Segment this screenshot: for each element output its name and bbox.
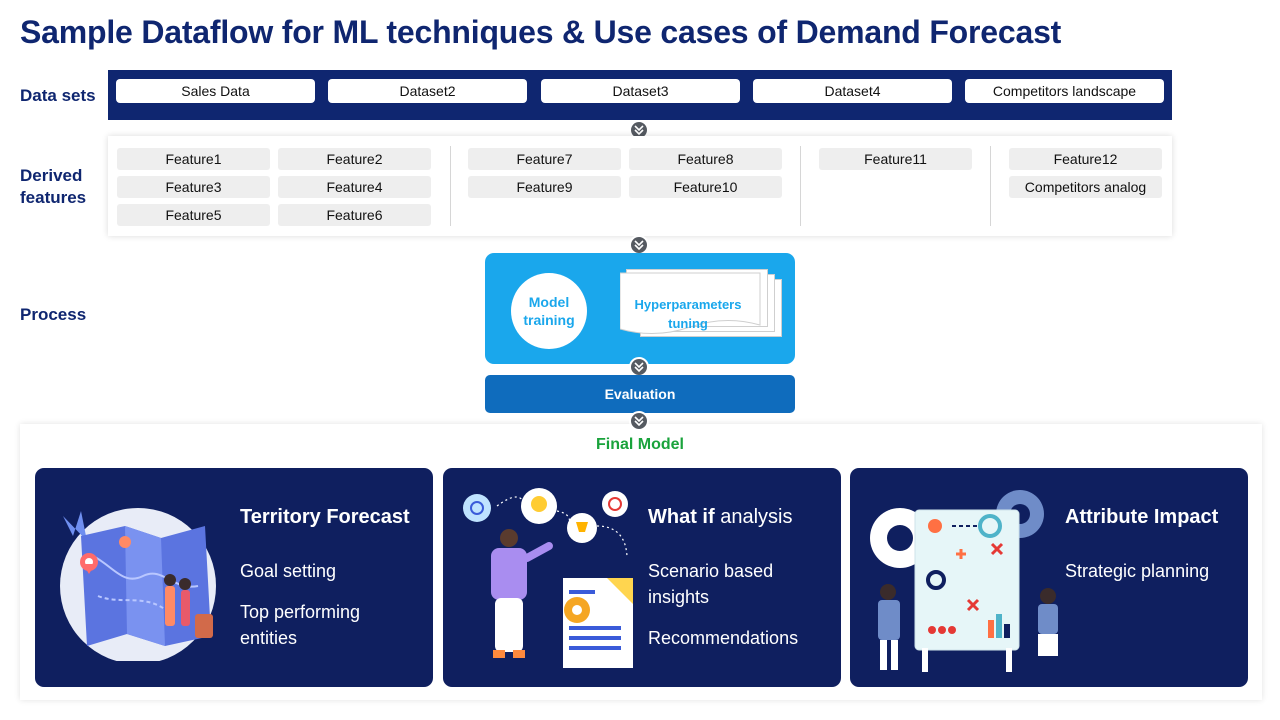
- feature-chip: Feature6: [278, 204, 431, 226]
- dataset-pill: Competitors landscape: [965, 79, 1164, 103]
- chevron-down-icon: [629, 357, 649, 377]
- model-training-node: Model training: [511, 273, 587, 349]
- feature-chip: Feature5: [117, 204, 270, 226]
- card-item: Strategic planning: [1065, 561, 1210, 581]
- dataset-pill: Dataset3: [541, 79, 740, 103]
- map-illustration: [60, 508, 216, 661]
- card-title: Attribute Impact: [1065, 506, 1219, 528]
- dataset-pill: Dataset4: [753, 79, 952, 103]
- hyperparameters-node: Hyperparameters tuning: [620, 267, 785, 347]
- card-item: Goal setting: [240, 561, 337, 581]
- feature-chip: Feature10: [629, 176, 782, 198]
- feature-chip: Feature9: [468, 176, 621, 198]
- feature-chip: Feature2: [278, 148, 431, 170]
- feature-chip: Feature4: [278, 176, 431, 198]
- dataset-pill: Dataset2: [328, 79, 527, 103]
- derived-features-panel: Feature1 Feature2 Feature3 Feature4 Feat…: [108, 136, 1172, 236]
- chevron-down-icon: [629, 411, 649, 431]
- hyperparameters-label: Hyperparameters tuning: [634, 297, 742, 331]
- divider: [990, 146, 991, 226]
- page-title: Sample Dataflow for ML techniques & Use …: [20, 14, 1062, 50]
- card-item: Recommendations: [648, 628, 799, 648]
- card-territory-forecast: Territory Forecast Goal setting Top perf…: [35, 468, 433, 687]
- divider: [800, 146, 801, 226]
- card-title: Territory Forecast: [240, 506, 410, 528]
- chevron-down-icon: [629, 235, 649, 255]
- row-label-process: Process: [20, 305, 87, 324]
- feature-chip: Feature3: [117, 176, 270, 198]
- datasets-bar: Sales Data Dataset2 Dataset3 Dataset4 Co…: [108, 70, 1172, 120]
- divider: [450, 146, 451, 226]
- strategy-board-illustration: [870, 490, 1058, 672]
- card-item: Scenario based insights: [648, 561, 774, 607]
- feature-chip: Feature11: [819, 148, 972, 170]
- row-label-derived-features: Derived features: [20, 166, 87, 207]
- card-title: What if analysis: [648, 506, 793, 528]
- dataset-pill: Sales Data: [116, 79, 315, 103]
- feature-chip: Feature7: [468, 148, 621, 170]
- card-item: Top performing entities: [240, 602, 361, 648]
- process-box: Model training Hyperparameters tuning: [485, 253, 795, 364]
- final-model-label: Final Model: [596, 436, 684, 453]
- card-attribute-impact: Attribute Impact Strategic planning: [850, 468, 1248, 687]
- feature-chip: Feature1: [117, 148, 270, 170]
- evaluation-box: Evaluation: [485, 375, 795, 413]
- feature-chip: Competitors analog: [1009, 176, 1162, 198]
- feature-chip: Feature8: [629, 148, 782, 170]
- row-label-datasets: Data sets: [20, 86, 96, 105]
- idea-person-illustration: [463, 488, 633, 668]
- card-what-if-analysis: What if analysis Scenario based insights…: [443, 468, 841, 687]
- feature-chip: Feature12: [1009, 148, 1162, 170]
